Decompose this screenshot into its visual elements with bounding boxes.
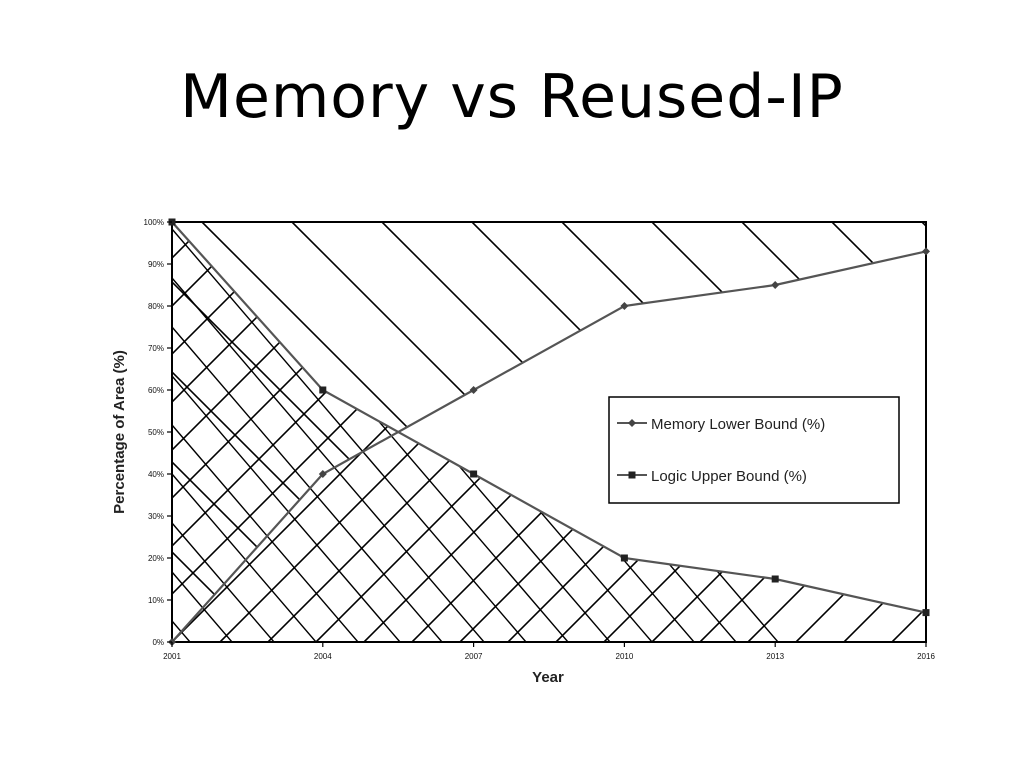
- y-tick-label: 60%: [148, 386, 164, 395]
- hatch-line: [0, 222, 16, 642]
- y-tick-label: 30%: [148, 512, 164, 521]
- hatch-line: [0, 222, 106, 642]
- hatch-line: [891, 222, 926, 642]
- hatch-line: [0, 222, 112, 642]
- hatch-line: [172, 222, 497, 642]
- legend: Memory Lower Bound (%) Logic Upper Bound …: [608, 396, 900, 504]
- data-point-logic: [771, 575, 779, 583]
- hatch-line: [0, 222, 160, 642]
- series-line-memory: [171, 250, 927, 643]
- hatch-line: [940, 222, 1024, 642]
- data-point-logic: [620, 554, 628, 562]
- data-point-memory: [318, 470, 327, 478]
- hatch-line: [172, 222, 593, 642]
- hatch-line: [172, 222, 317, 642]
- axes-layer: 0% 10% 20% 30% 40% 50% 60% 70% 80% 90% 100% 2001 200…: [144, 218, 936, 661]
- hatch-line: [172, 222, 443, 642]
- y-tick-label: 100%: [144, 218, 164, 227]
- hatch-line: [172, 222, 275, 642]
- data-point-logic: [922, 609, 930, 617]
- legend-label: Memory Lower Bound (%): [651, 416, 825, 433]
- y-tick-label: 80%: [148, 302, 164, 311]
- series-layer: [168, 218, 930, 646]
- y-axis-label: Percentage of Area (%): [111, 350, 128, 514]
- data-point-memory: [469, 386, 478, 394]
- legend-label: Logic Upper Bound (%): [651, 468, 807, 485]
- y-tick-label: 10%: [148, 596, 164, 605]
- x-tick-label: 2001: [163, 652, 181, 661]
- y-tick-label: 70%: [148, 344, 164, 353]
- hatch-line: [172, 222, 209, 642]
- data-point-memory: [628, 419, 636, 427]
- hatch-line: [0, 222, 64, 642]
- data-point-logic: [628, 471, 636, 479]
- data-point-logic: [470, 470, 478, 478]
- data-point-logic: [319, 386, 327, 394]
- y-tick-label: 50%: [148, 428, 164, 437]
- hatch-line: [172, 222, 401, 642]
- data-point-memory: [922, 247, 930, 256]
- y-tick-label: 40%: [148, 470, 164, 479]
- hatch-line: [0, 222, 64, 642]
- hatch-line: [1012, 222, 1024, 642]
- data-point-memory: [620, 302, 629, 310]
- data-point-memory: [771, 281, 780, 289]
- legend-box: [608, 396, 900, 504]
- series-line-logic: [171, 221, 927, 614]
- y-tick-label: 20%: [148, 554, 164, 563]
- hatch-line: [172, 222, 545, 642]
- y-tick-label: 0%: [152, 638, 164, 647]
- hatch-line: [172, 222, 485, 642]
- hatch-line: [0, 222, 82, 642]
- hatch-line: [172, 222, 359, 642]
- x-tick-label: 2004: [314, 652, 332, 661]
- y-tick-label: 90%: [148, 260, 164, 269]
- hatch-line: [172, 222, 257, 642]
- hatch-line: [921, 222, 926, 642]
- hatch-line: [172, 222, 527, 642]
- hatch-line: [172, 222, 173, 642]
- hatch-line: [172, 222, 533, 642]
- hatch-line: [172, 222, 263, 642]
- x-tick-label: 2007: [465, 652, 483, 661]
- hatch-line: [201, 222, 623, 642]
- hatch-line: [988, 222, 1024, 642]
- x-tick-label: 2010: [616, 652, 634, 661]
- x-tick-label: 2013: [766, 652, 784, 661]
- slide-title: Memory vs Reused-IP: [180, 62, 844, 132]
- x-axis-label: Year: [532, 669, 564, 686]
- hatch-line: [0, 222, 22, 642]
- hatch-line: [172, 222, 449, 642]
- x-tick-label: 2016: [917, 652, 935, 661]
